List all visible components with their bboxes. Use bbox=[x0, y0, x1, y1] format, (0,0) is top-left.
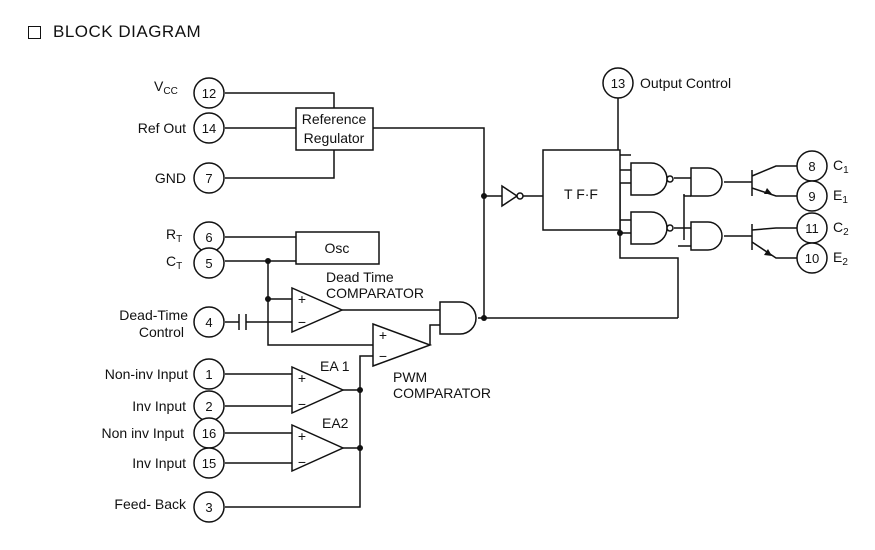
svg-text:7: 7 bbox=[205, 171, 212, 186]
svg-text:15: 15 bbox=[202, 456, 216, 471]
svg-text:2: 2 bbox=[205, 399, 212, 414]
ea2-label: EA2 bbox=[322, 415, 349, 431]
svg-text:Dead Time: Dead Time bbox=[326, 269, 394, 285]
pin-16-non-inv-input: 16 Non inv Input bbox=[102, 417, 225, 449]
pwm-comparator: + − bbox=[372, 322, 433, 368]
error-amplifier-2: + − bbox=[291, 423, 345, 473]
svg-text:3: 3 bbox=[205, 500, 212, 515]
title-text: BLOCK DIAGRAM bbox=[53, 22, 202, 41]
nand-gate-lower bbox=[630, 211, 674, 245]
error-amplifier-1: + − bbox=[291, 365, 345, 415]
svg-text:9: 9 bbox=[808, 189, 815, 204]
svg-text:11: 11 bbox=[805, 221, 819, 236]
svg-text:Ref Out: Ref Out bbox=[138, 120, 186, 136]
reference-regulator-block: Reference Regulator bbox=[295, 107, 374, 151]
oscillator-block: Osc bbox=[295, 231, 380, 265]
svg-text:16: 16 bbox=[202, 426, 216, 441]
nand-gate-upper bbox=[630, 162, 674, 196]
svg-text:Inv Input: Inv Input bbox=[132, 455, 186, 471]
pin-10-e2: 10 E2 bbox=[796, 242, 848, 274]
transistor-arrows bbox=[764, 188, 772, 256]
svg-text:C2: C2 bbox=[833, 219, 849, 238]
and-gate-main bbox=[439, 301, 477, 335]
pin-4-dead-time-control: 4 Dead-Time Control bbox=[119, 306, 225, 340]
diagram-title: BLOCK DIAGRAM bbox=[28, 22, 201, 42]
svg-text:C1: C1 bbox=[833, 157, 849, 176]
pin-15-inv-input: 15 Inv Input bbox=[132, 447, 225, 479]
and-gate-lower bbox=[690, 221, 723, 251]
svg-text:6: 6 bbox=[205, 230, 212, 245]
svg-text:+: + bbox=[379, 327, 387, 343]
svg-text:Dead-Time: Dead-Time bbox=[119, 307, 188, 323]
pin-7-gnd: 7 GND bbox=[155, 162, 225, 194]
svg-text:−: − bbox=[298, 454, 306, 470]
junction-dots bbox=[265, 193, 623, 451]
svg-text:5: 5 bbox=[205, 256, 212, 271]
svg-text:−: − bbox=[298, 396, 306, 412]
dead-time-comparator-label: Dead Time COMPARATOR bbox=[326, 269, 424, 301]
svg-text:Control: Control bbox=[139, 324, 184, 340]
svg-text:1: 1 bbox=[205, 367, 212, 382]
pin-5-ct: 5 CT bbox=[166, 247, 225, 279]
and-gate-upper bbox=[690, 167, 723, 197]
pwm-comparator-label: PWM COMPARATOR bbox=[393, 369, 491, 401]
svg-text:COMPARATOR: COMPARATOR bbox=[393, 385, 491, 401]
svg-text:13: 13 bbox=[611, 76, 625, 91]
svg-text:Regulator: Regulator bbox=[304, 130, 365, 146]
checkbox-square-icon bbox=[28, 25, 41, 39]
svg-text:Osc: Osc bbox=[325, 240, 350, 256]
svg-text:+: + bbox=[298, 291, 306, 307]
svg-text:E2: E2 bbox=[833, 249, 848, 268]
svg-text:+: + bbox=[298, 428, 306, 444]
pin-3-feedback: 3 Feed- Back bbox=[114, 491, 225, 523]
svg-text:GND: GND bbox=[155, 170, 186, 186]
svg-text:Non-inv Input: Non-inv Input bbox=[105, 366, 188, 382]
svg-text:4: 4 bbox=[205, 315, 212, 330]
pin-11-c2: 11 C2 bbox=[796, 212, 849, 244]
svg-text:12: 12 bbox=[202, 86, 216, 101]
pin-14-ref-out: 14 Ref Out bbox=[138, 112, 225, 144]
svg-text:T F·F: T F·F bbox=[564, 186, 598, 202]
svg-text:Inv Input: Inv Input bbox=[132, 398, 186, 414]
toggle-flip-flop-block: T F·F bbox=[542, 149, 621, 231]
inverter-gate bbox=[501, 184, 524, 208]
pin-6-rt: 6 RT bbox=[166, 221, 225, 253]
pin-13-output-control: 13 Output Control bbox=[602, 67, 731, 99]
svg-text:Feed- Back: Feed- Back bbox=[114, 496, 187, 512]
svg-text:8: 8 bbox=[808, 159, 815, 174]
svg-text:E1: E1 bbox=[833, 187, 848, 206]
svg-text:PWM: PWM bbox=[393, 369, 427, 385]
svg-text:Output Control: Output Control bbox=[640, 75, 731, 91]
svg-text:−: − bbox=[298, 314, 306, 330]
dead-time-comparator: + − bbox=[291, 286, 344, 334]
capacitor-symbol bbox=[238, 314, 247, 330]
svg-text:Non inv Input: Non inv Input bbox=[102, 425, 185, 441]
svg-text:Reference: Reference bbox=[302, 111, 367, 127]
pin-2-inv-input: 2 Inv Input bbox=[132, 390, 225, 422]
svg-text:CT: CT bbox=[166, 253, 182, 272]
pin-9-e1: 9 E1 bbox=[796, 180, 848, 212]
pin-1-non-inv-input: 1 Non-inv Input bbox=[105, 358, 225, 390]
svg-text:COMPARATOR: COMPARATOR bbox=[326, 285, 424, 301]
svg-text:+: + bbox=[298, 370, 306, 386]
pin-12-vcc: 12 VCC bbox=[154, 77, 225, 109]
svg-text:−: − bbox=[379, 348, 387, 364]
ea1-label: EA 1 bbox=[320, 358, 350, 374]
svg-text:14: 14 bbox=[202, 121, 216, 136]
svg-text:RT: RT bbox=[166, 226, 182, 245]
pin-8-c1: 8 C1 bbox=[796, 150, 849, 182]
svg-text:10: 10 bbox=[805, 251, 819, 266]
svg-text:VCC: VCC bbox=[154, 78, 178, 97]
